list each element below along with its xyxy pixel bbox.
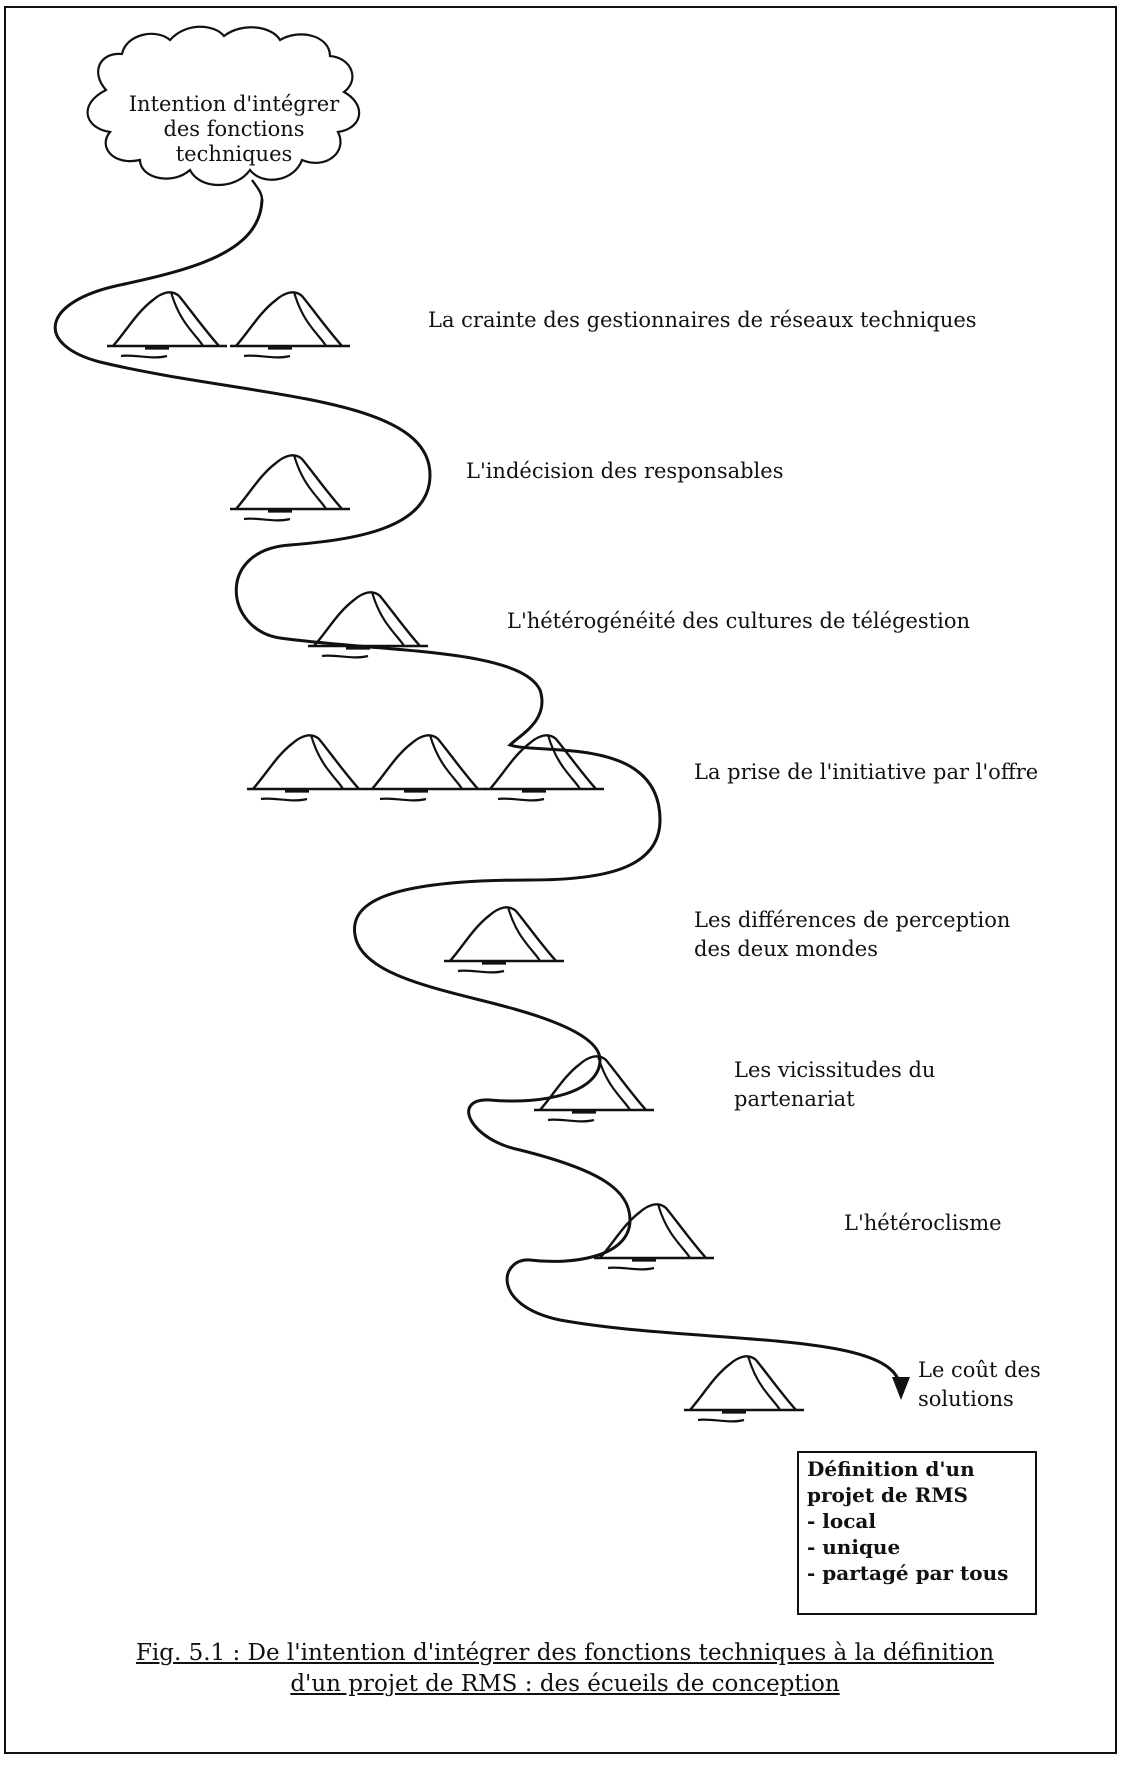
rock-island-icon	[245, 733, 369, 803]
result-line: - local	[807, 1509, 876, 1533]
rock-island-icon	[306, 590, 430, 660]
origin-cloud-label: Intention d'intégrer des fonctions techn…	[128, 92, 340, 167]
rock-island-icon	[228, 453, 352, 523]
rock-island-icon	[364, 733, 488, 803]
rock-island-icon	[228, 290, 352, 360]
rock-island-icon	[682, 1354, 806, 1424]
result-box: Définition d'un projet de RMS - local - …	[797, 1451, 1037, 1615]
caption-line: Fig. 5.1 : De l'intention d'intégrer des…	[135, 1640, 995, 1666]
result-line: - unique	[807, 1535, 901, 1559]
obstacle-label: Les vicissitudes du partenariat	[734, 1058, 936, 1111]
rock-island-icon	[532, 1054, 656, 1124]
obstacle-label: La prise de l'initiative par l'offre	[694, 760, 1039, 784]
obstacle-label: Les différences de perception des deux m…	[694, 908, 1011, 961]
winding-path	[53, 198, 902, 1387]
rock-island-icon	[592, 1202, 716, 1272]
obstacle-label: L'hétérogénéité des cultures de télégest…	[507, 609, 971, 633]
caption-line: d'un projet de RMS : des écueils de conc…	[290, 1671, 840, 1697]
cloud-tail	[251, 179, 264, 201]
rock-island-icon	[482, 733, 606, 803]
thought-cloud-icon	[86, 25, 361, 187]
rock-island-icon	[105, 290, 229, 360]
result-line: projet de RMS	[807, 1483, 968, 1507]
obstacle-label: L'indécision des responsables	[466, 459, 784, 483]
path-arrowhead	[892, 1377, 910, 1400]
result-line: Définition d'un	[807, 1457, 975, 1481]
origin-line: Intention d'intégrer	[128, 92, 340, 116]
figure-caption: Fig. 5.1 : De l'intention d'intégrer des…	[90, 1638, 1040, 1700]
figure-frame	[4, 6, 1117, 1754]
result-line: - partagé par tous	[807, 1561, 1009, 1585]
obstacle-label: Le coût des solutions	[918, 1358, 1041, 1411]
obstacle-label: L'hétéroclisme	[844, 1211, 1002, 1235]
origin-line: techniques	[175, 142, 293, 166]
rock-island-icon	[442, 905, 566, 975]
origin-line: des fonctions	[163, 117, 305, 141]
obstacle-label: La crainte des gestionnaires de réseaux …	[428, 308, 977, 332]
